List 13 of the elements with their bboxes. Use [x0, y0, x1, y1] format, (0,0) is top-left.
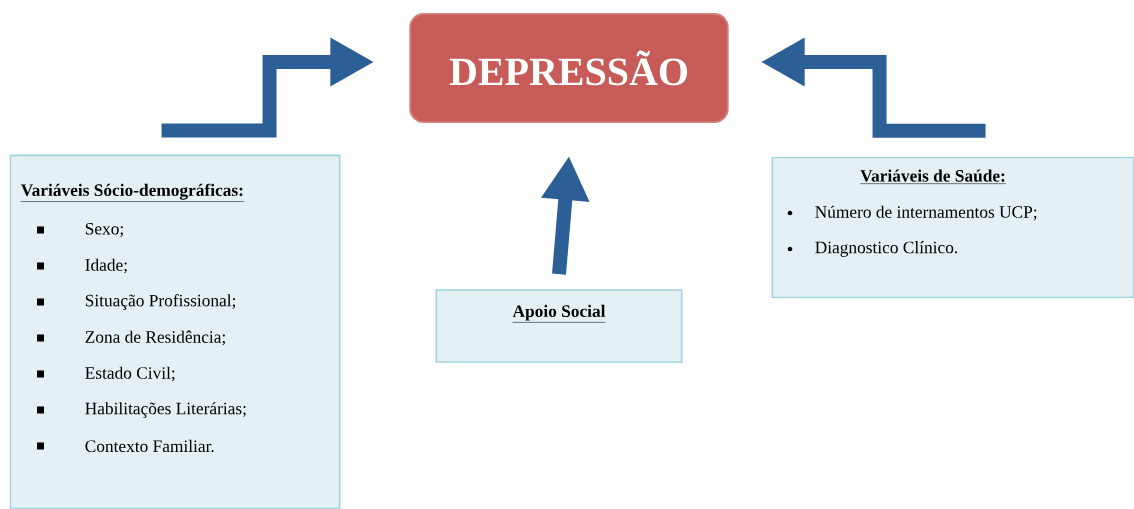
title-box: DEPRESSÃO: [409, 13, 729, 123]
list-item: Contexto Familiar.: [85, 439, 214, 453]
list-item: Situação Profissional;: [85, 294, 236, 310]
box-heading: Apoio Social: [512, 304, 606, 323]
list-item: Diagnostico Clínico.: [815, 241, 958, 257]
list-item: Idade;: [85, 258, 127, 274]
box-heading: Variáveis Sócio-demográficas:: [20, 183, 245, 202]
list-item: Estado Civil;: [85, 366, 175, 382]
list-item: Sexo;: [85, 222, 123, 238]
list-item: Habilitações Literárias;: [85, 402, 246, 418]
box-heading: Variáveis de Saúde:: [859, 169, 1007, 184]
list-item: Zona de Residência;: [85, 330, 225, 346]
list-item: Número de internamentos UCP;: [815, 205, 1037, 221]
